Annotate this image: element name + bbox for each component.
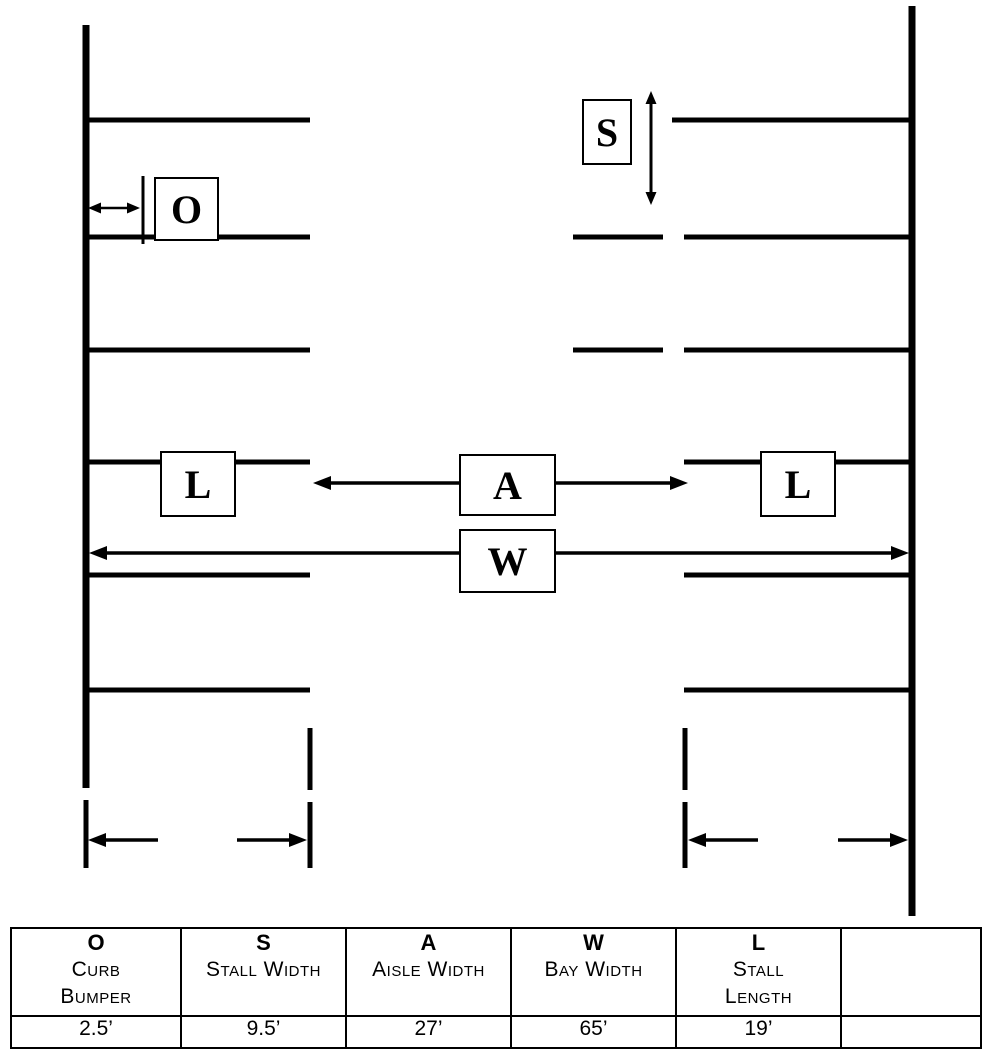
legend-name-line: Aisle Width bbox=[372, 958, 485, 981]
callout-boxes bbox=[154, 99, 836, 593]
legend-name-line: Stall bbox=[732, 958, 785, 981]
legend-header-row: O Curb Bumper S Stall Width A Aisle Widt… bbox=[10, 927, 982, 1017]
stall-length-label-left: L bbox=[185, 462, 212, 507]
legend-value-o: 2.5’ bbox=[10, 1015, 182, 1049]
bay-width-label: W bbox=[488, 539, 528, 584]
legend-symbol: L bbox=[751, 930, 766, 955]
legend-name-line: Bay Width bbox=[544, 958, 643, 981]
stall-length-label-right: L bbox=[785, 462, 812, 507]
legend-value-a: 27’ bbox=[345, 1015, 512, 1049]
parking-layout-diagram: O S L A L W bbox=[82, 6, 916, 916]
stall-width-arrow bbox=[645, 91, 657, 205]
legend-symbol: A bbox=[420, 930, 437, 955]
boundary-walls bbox=[82, 6, 916, 916]
legend-value-l: 19’ bbox=[675, 1015, 842, 1049]
legend-header-cell-w: W Bay Width bbox=[510, 927, 677, 1017]
legend-symbol: O bbox=[87, 930, 105, 955]
legend-header-cell-s: S Stall Width bbox=[180, 927, 347, 1017]
legend-symbol: W bbox=[583, 930, 604, 955]
stall-width-label: S bbox=[596, 110, 618, 155]
legend-header-cell-o: O Curb Bumper bbox=[10, 927, 182, 1017]
legend-name-line: Length bbox=[724, 985, 793, 1008]
legend-value-empty bbox=[840, 1015, 982, 1049]
stall-length-arrow-right bbox=[688, 833, 908, 847]
curb-bumper-arrow bbox=[88, 202, 140, 214]
legend-name-line: Stall Width bbox=[206, 958, 321, 981]
legend-symbol: S bbox=[256, 930, 271, 955]
aisle-width-arrow bbox=[313, 476, 688, 490]
stall-length-arrow-left bbox=[88, 833, 307, 847]
legend-value-row: 2.5’ 9.5’ 27’ 65’ 19’ bbox=[10, 1015, 982, 1049]
legend-header-cell-empty bbox=[840, 927, 982, 1017]
callout-letters: O S L A L W bbox=[171, 110, 811, 584]
legend-value-w: 65’ bbox=[510, 1015, 677, 1049]
legend-value-s: 9.5’ bbox=[180, 1015, 347, 1049]
aisle-width-label: A bbox=[493, 463, 522, 508]
legend-header-cell-a: A Aisle Width bbox=[345, 927, 512, 1017]
curb-bumper-label: O bbox=[171, 187, 202, 232]
legend-header-cell-l: L Stall Length bbox=[675, 927, 842, 1017]
legend-name-line: Bumper bbox=[60, 985, 132, 1008]
legend-name-line: Curb bbox=[71, 958, 121, 981]
legend-table: O Curb Bumper S Stall Width A Aisle Widt… bbox=[10, 927, 982, 1049]
